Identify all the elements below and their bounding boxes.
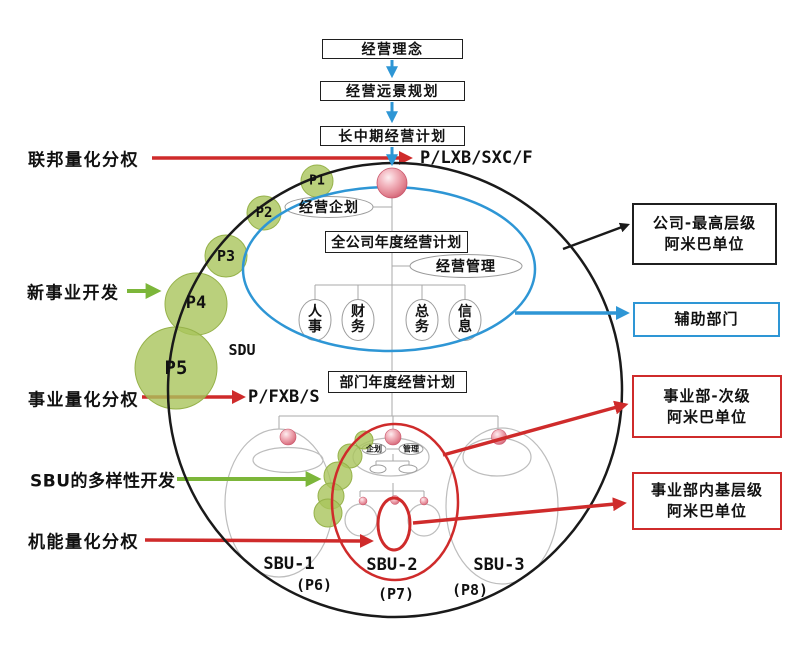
management-ellipse bbox=[409, 254, 523, 278]
sbu1-sphere bbox=[279, 428, 297, 446]
company-legend-arrow bbox=[562, 222, 630, 251]
philosophy-box: 经营理念 bbox=[322, 39, 463, 59]
base-amoeba-red-ellipse bbox=[376, 496, 412, 552]
vision-box: 经营远景规划 bbox=[320, 81, 465, 101]
sbu3-name: SBU-3 bbox=[473, 555, 525, 575]
p3-label: P3 bbox=[216, 247, 236, 265]
sbu2-management-label: 管理 bbox=[403, 444, 419, 454]
legend-auxiliary-line1: 辅助部门 bbox=[674, 310, 739, 328]
p3-circle bbox=[204, 234, 248, 278]
sbu1-inner-ellipse bbox=[252, 446, 324, 474]
function-arrow bbox=[144, 533, 374, 548]
sbu2-p: (P7) bbox=[377, 585, 415, 603]
mid-long-plan-box: 长中期经营计划 bbox=[320, 126, 465, 146]
philosophy-label: 经营理念 bbox=[361, 42, 424, 58]
federal-label: 联邦量化分权 bbox=[28, 150, 139, 171]
legend-division-box: 事业部-次级 阿米巴单位 bbox=[632, 375, 782, 438]
dept-general-label: 总务 bbox=[415, 303, 429, 335]
green-amoeba-circles bbox=[134, 164, 374, 528]
dept-general-ellipse bbox=[405, 299, 439, 341]
sbu-diversity-label: SBU的多样性开发 bbox=[30, 471, 176, 492]
planning-label: 经营企划 bbox=[299, 200, 359, 216]
sbu1-p: (P6) bbox=[295, 576, 333, 594]
sbu3-circle bbox=[445, 427, 559, 585]
new-business-label: 新事业开发 bbox=[27, 283, 120, 304]
company-annual-plan-box: 全公司年度经营计划 bbox=[325, 231, 468, 253]
legend-division-line2: 阿米巴单位 bbox=[666, 407, 747, 426]
base-legend-arrow bbox=[412, 497, 627, 525]
function-label: 机能量化分权 bbox=[28, 532, 139, 553]
legend-base-line2: 阿米巴单位 bbox=[666, 502, 747, 520]
legend-company-line1: 公司-最高层级 bbox=[652, 214, 757, 232]
business-code: P/FXB/S bbox=[248, 387, 320, 407]
sbu2-sphere bbox=[384, 428, 402, 446]
federal-code: P/LXB/SXC/F bbox=[420, 148, 533, 168]
sbu2-red-circle bbox=[330, 422, 460, 582]
dept-info-label: 信息 bbox=[458, 303, 472, 335]
sbu2-planning-label: 企划 bbox=[366, 444, 382, 454]
dept-finance-ellipse bbox=[341, 299, 375, 341]
company-annual-plan-label: 全公司年度经营计划 bbox=[331, 235, 462, 251]
legend-base-box: 事业部内基层级 阿米巴单位 bbox=[632, 472, 782, 530]
mid-long-plan-label: 长中期经营计划 bbox=[338, 129, 447, 145]
legend-division-line1: 事业部-次级 bbox=[663, 386, 751, 405]
legend-auxiliary-box: 辅助部门 bbox=[633, 302, 780, 337]
p4-label: P4 bbox=[185, 293, 207, 313]
p2-label: P2 bbox=[255, 205, 273, 221]
dept-finance-label: 财务 bbox=[351, 303, 365, 335]
dept-annual-plan-label: 部门年度经营计划 bbox=[339, 375, 456, 391]
top-sphere bbox=[376, 167, 408, 199]
sbu2-name: SBU-2 bbox=[366, 555, 418, 575]
legend-company-line2: 阿米巴单位 bbox=[664, 235, 745, 253]
base-dot-right bbox=[419, 496, 429, 506]
sbu2-mini-nodes bbox=[361, 443, 424, 474]
legend-base-line1: 事业部内基层级 bbox=[650, 481, 763, 499]
dept-hr-label: 人事 bbox=[308, 303, 322, 335]
management-label: 经营管理 bbox=[436, 259, 496, 275]
dept-annual-plan-box: 部门年度经营计划 bbox=[328, 371, 467, 393]
sdu-label: SDU bbox=[228, 341, 256, 359]
sdu-chain-circle-5 bbox=[313, 498, 343, 528]
division-legend-arrow bbox=[442, 400, 629, 457]
sbu2-base-circle-left bbox=[344, 503, 378, 537]
sbu1-name: SBU-1 bbox=[263, 554, 315, 574]
base-dot-left bbox=[358, 496, 368, 506]
p5-label: P5 bbox=[164, 357, 188, 379]
dept-info-ellipse bbox=[448, 299, 482, 341]
legend-company-box: 公司-最高层级 阿米巴单位 bbox=[632, 203, 777, 265]
business-label: 事业量化分权 bbox=[28, 390, 139, 411]
org-nodes bbox=[284, 196, 523, 341]
p1-label: P1 bbox=[309, 173, 325, 189]
sbu3-p: (P8) bbox=[451, 581, 489, 599]
vision-label: 经营远景规划 bbox=[346, 84, 439, 100]
